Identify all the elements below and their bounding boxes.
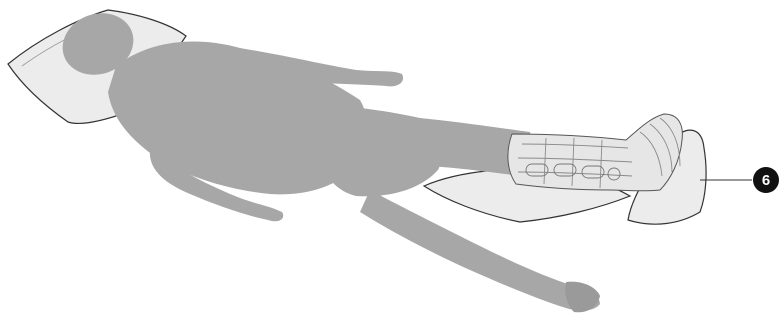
callout-6: 6 (700, 167, 779, 193)
callout-number: 6 (762, 172, 770, 189)
leg-brace (508, 114, 682, 191)
figure-hips (318, 104, 442, 196)
